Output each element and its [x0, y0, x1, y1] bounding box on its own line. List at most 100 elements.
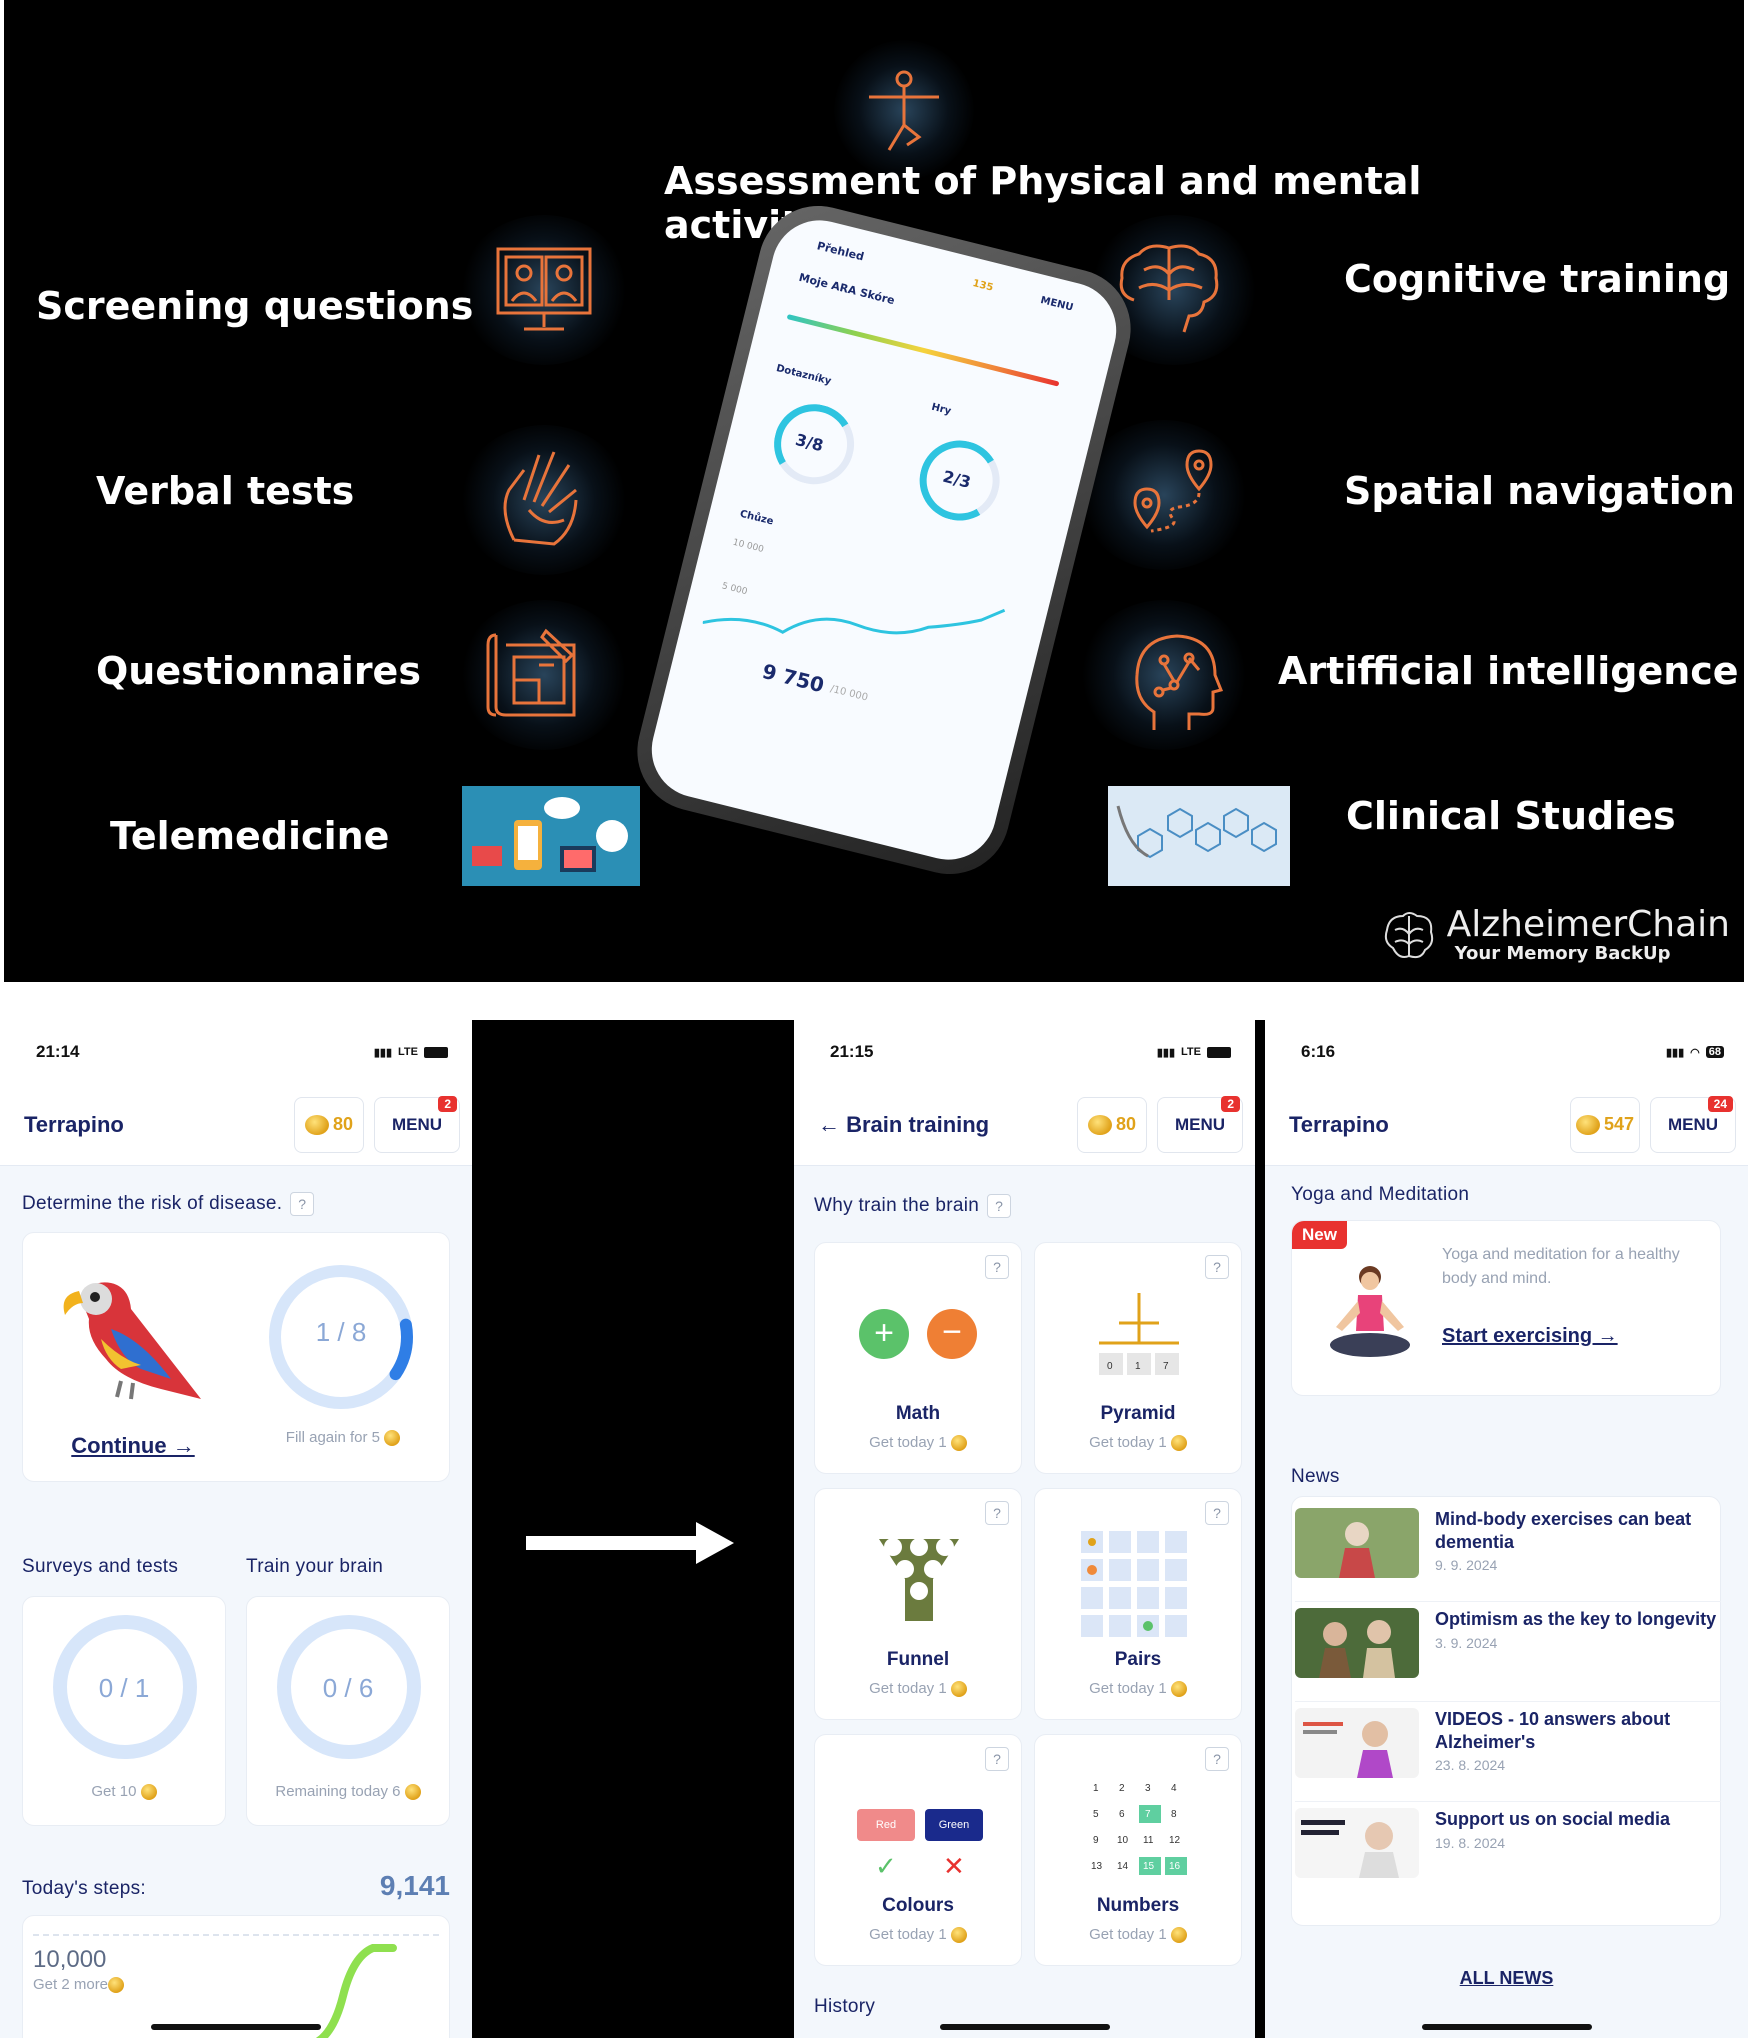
surveys-card[interactable]: 0 / 1 Get 10	[22, 1596, 226, 1826]
phone-questionnaires: Dotazníky	[774, 363, 833, 388]
feature-telemedicine: Telemedicine	[110, 814, 390, 858]
brain-icon	[1114, 240, 1224, 335]
svg-text:7: 7	[1163, 1361, 1169, 1372]
news-item[interactable]: VIDEOS - 10 answers about Alzheimer's 23.…	[1295, 1702, 1721, 1802]
game-tile-pairs[interactable]: ? Pairs Get today 1	[1034, 1488, 1242, 1720]
coin-icon	[1087, 1114, 1112, 1135]
game-tile-colours[interactable]: ? Red Green ✓ ✕ Colours Get today 1	[814, 1734, 1022, 1966]
tile-sub: Get today 1	[869, 1679, 947, 1697]
battery-icon: 68	[1705, 1046, 1724, 1058]
steps-line	[315, 1944, 397, 2038]
logo-name: AlzheimerChain	[1446, 904, 1730, 945]
arrow-right-icon	[526, 1522, 734, 1564]
steps-tick-sub: Get 2 more	[33, 1976, 109, 1993]
news-date: 9. 9. 2024	[1435, 1557, 1498, 1573]
coins-button[interactable]: 80	[294, 1096, 364, 1153]
news-thumbnail	[1295, 1808, 1419, 1878]
help-button[interactable]: ?	[985, 1501, 1009, 1525]
status-time: 21:15	[830, 1042, 874, 1061]
menu-button[interactable]: MENU 2	[1157, 1095, 1243, 1153]
funnel-icon	[879, 1538, 959, 1621]
phone-overview-label: Přehled	[815, 239, 866, 264]
coin-icon	[1170, 1927, 1187, 1943]
svg-text:6: 6	[1119, 1809, 1125, 1820]
feature-assessment: Assessment of Physical and mental	[664, 159, 1422, 203]
meditation-icon	[1330, 1266, 1410, 1357]
svg-text:16: 16	[1169, 1861, 1181, 1872]
help-button[interactable]: ?	[1205, 1747, 1229, 1771]
news-headline: Support us on social media	[1435, 1809, 1671, 1829]
coins-button[interactable]: 547	[1570, 1096, 1640, 1153]
coin-icon	[140, 1784, 157, 1801]
home-indicator	[1421, 2024, 1592, 2030]
coins-count: 547	[1603, 1114, 1635, 1134]
yoga-card[interactable]: New Yoga and meditation for a healthy bo…	[1291, 1220, 1721, 1396]
brain-logo-icon	[1384, 911, 1433, 958]
news-thumbnail	[1295, 1508, 1419, 1578]
phone-steps: 9 750	[759, 658, 827, 698]
svg-text:15: 15	[1143, 1861, 1155, 1872]
help-button[interactable]: ?	[1205, 1501, 1229, 1525]
svg-text:3: 3	[1145, 1783, 1151, 1794]
tile-sub: Get today 1	[869, 1925, 947, 1943]
help-button[interactable]: ?	[985, 1255, 1009, 1279]
coins-button[interactable]: 80	[1077, 1096, 1147, 1153]
continue-link[interactable]: Continue →	[71, 1433, 195, 1458]
coin-icon	[304, 1114, 329, 1135]
tile-name: Pairs	[1114, 1649, 1162, 1670]
news-date: 23. 8. 2024	[1435, 1757, 1506, 1773]
yoga-title: Yoga and Meditation	[1291, 1184, 1470, 1205]
svg-text:10: 10	[1117, 1835, 1129, 1846]
menu-label: MENU	[1174, 1114, 1226, 1134]
game-tile-math[interactable]: ? + − Math Get today 1	[814, 1242, 1022, 1474]
svg-text:4: 4	[1171, 1783, 1177, 1794]
coins-count: 80	[332, 1114, 354, 1134]
brain-sub: Remaining today 6	[275, 1783, 401, 1800]
feature-ai: Artifficial intelligence	[1278, 649, 1739, 693]
news-date: 3. 9. 2024	[1435, 1634, 1498, 1651]
battery-icon	[424, 1046, 448, 1058]
green-option: Green	[925, 1809, 983, 1841]
home-indicator	[151, 2024, 321, 2030]
game-tile-funnel[interactable]: ? Funnel Get today 1	[814, 1488, 1022, 1720]
surveys-title: Surveys and tests	[22, 1556, 179, 1577]
help-button[interactable]: ?	[985, 1747, 1009, 1771]
news-item[interactable]: Support us on social media 19. 8. 2024	[1295, 1802, 1721, 1902]
svg-text:14: 14	[1117, 1861, 1129, 1872]
help-button[interactable]: ?	[1205, 1255, 1229, 1279]
news-headline: Mind-body exercises can beat dementia	[1435, 1509, 1692, 1552]
phone-menu: MENU	[1039, 294, 1075, 314]
minus-icon: −	[927, 1309, 977, 1359]
help-button[interactable]: ?	[290, 1192, 315, 1216]
back-title[interactable]: ← Brain training	[818, 1111, 990, 1137]
feature-questionnaires: Questionnaires	[96, 649, 421, 693]
yoga-pose-icon	[859, 65, 949, 155]
blueprint-icon	[484, 625, 584, 720]
news-headline: VIDEOS - 10 answers about Alzheimer's	[1435, 1709, 1671, 1752]
start-exercising-link[interactable]: Start exercising →	[1442, 1325, 1618, 1347]
svg-text:13: 13	[1091, 1861, 1103, 1872]
steps-label: Today's steps:	[22, 1878, 146, 1899]
coin-icon	[1575, 1114, 1600, 1135]
news-date: 19. 8. 2024	[1435, 1834, 1506, 1851]
feature-cognitive: Cognitive training	[1344, 257, 1731, 301]
coin-icon	[950, 1435, 967, 1451]
coin-icon	[384, 1430, 401, 1447]
tile-name: Numbers	[1096, 1895, 1180, 1916]
ai-head-icon	[1129, 630, 1224, 735]
coin-icon	[108, 1977, 125, 1994]
news-item[interactable]: Mind-body exercises can beat dementia 9. …	[1295, 1502, 1721, 1602]
help-button[interactable]: ?	[987, 1194, 1012, 1218]
pairs-icon	[1081, 1531, 1187, 1637]
yoga-description: Yoga and meditation for a healthy body a…	[1442, 1246, 1680, 1287]
surveys-progress: 0 / 1	[98, 1673, 150, 1703]
brain-card[interactable]: 0 / 6 Remaining today 6	[246, 1596, 450, 1826]
all-news-link[interactable]: ALL NEWS	[1459, 1968, 1554, 1988]
notification-badge: 2	[1221, 1095, 1240, 1112]
